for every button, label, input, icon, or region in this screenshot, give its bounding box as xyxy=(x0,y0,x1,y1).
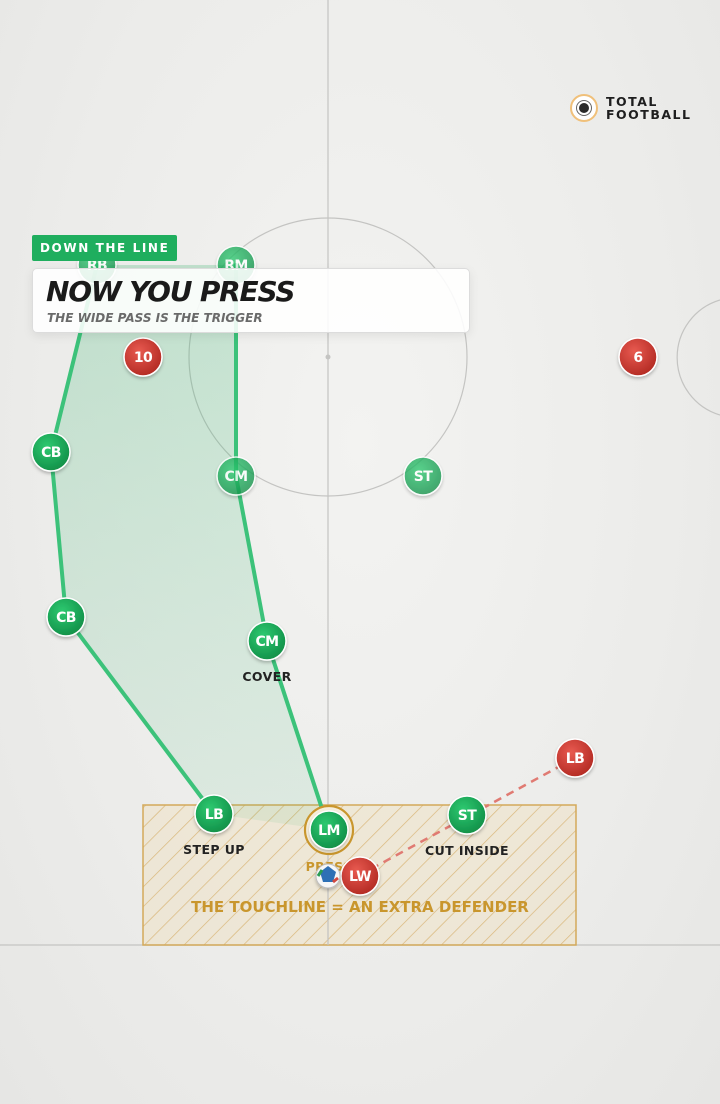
player-opp-lw: LW xyxy=(340,856,380,896)
ball-icon xyxy=(315,863,341,889)
player-marker xyxy=(123,337,163,377)
soccer-ball-logo-icon xyxy=(570,94,598,122)
player-marker xyxy=(46,597,86,637)
zone-label: THE TOUCHLINE = AN EXTRA DEFENDER xyxy=(191,898,529,916)
player-label: LB xyxy=(205,807,223,823)
player-opp-lb: LB xyxy=(555,738,595,778)
player-st: ST CUT INSIDE xyxy=(425,795,509,858)
player-opp6: 6 xyxy=(618,337,658,377)
brand-wordmark: TOTAL FOOTBALL xyxy=(606,94,692,122)
player-cm1: CM xyxy=(216,456,256,496)
player-st-top: ST xyxy=(403,456,443,496)
back-line-chain xyxy=(49,263,216,816)
player-label: CB xyxy=(56,610,76,626)
player-marker xyxy=(309,810,349,850)
pass-line-lb-to-lw xyxy=(359,756,576,877)
player-marker xyxy=(340,856,380,896)
player-lb: LB STEP UP xyxy=(183,794,245,857)
midfield-chain xyxy=(234,263,331,832)
player-note: CUT INSIDE xyxy=(425,843,509,858)
section-tag: DOWN THE LINE xyxy=(32,235,178,261)
player-cm2: CM COVER xyxy=(242,621,291,684)
subline: THE WIDE PASS IS THE TRIGGER xyxy=(47,311,263,325)
player-label: LM xyxy=(318,823,340,839)
penalty-arc xyxy=(676,299,720,416)
player-cb1: CB xyxy=(31,432,71,472)
brand: TOTAL FOOTBALL xyxy=(570,94,691,122)
player-label: 6 xyxy=(633,350,642,366)
player-label: ST xyxy=(414,469,433,485)
player-marker xyxy=(555,738,595,778)
defensive-block-shade xyxy=(51,265,329,830)
center-spot xyxy=(325,354,331,360)
headline-card: NOW YOU PRESS THE WIDE PASS IS THE TRIGG… xyxy=(32,268,470,333)
player-marker xyxy=(403,456,443,496)
player-marker xyxy=(31,432,71,472)
player-marker xyxy=(247,621,287,661)
player-cb2: CB xyxy=(46,597,86,637)
player-marker xyxy=(194,794,234,834)
player-note: STEP UP xyxy=(183,842,245,857)
player-label: 10 xyxy=(134,350,153,366)
player-label: ST xyxy=(458,808,477,824)
player-label: CM xyxy=(224,469,247,485)
player-marker xyxy=(216,456,256,496)
player-label: LW xyxy=(349,869,371,885)
player-marker xyxy=(447,795,487,835)
player-label: CM xyxy=(255,634,278,650)
player-label: CB xyxy=(41,445,61,461)
headline: NOW YOU PRESS xyxy=(46,275,296,308)
player-marker xyxy=(618,337,658,377)
player-opp10: 10 xyxy=(123,337,163,377)
player-note: COVER xyxy=(242,669,291,684)
player-label: LB xyxy=(566,751,584,767)
